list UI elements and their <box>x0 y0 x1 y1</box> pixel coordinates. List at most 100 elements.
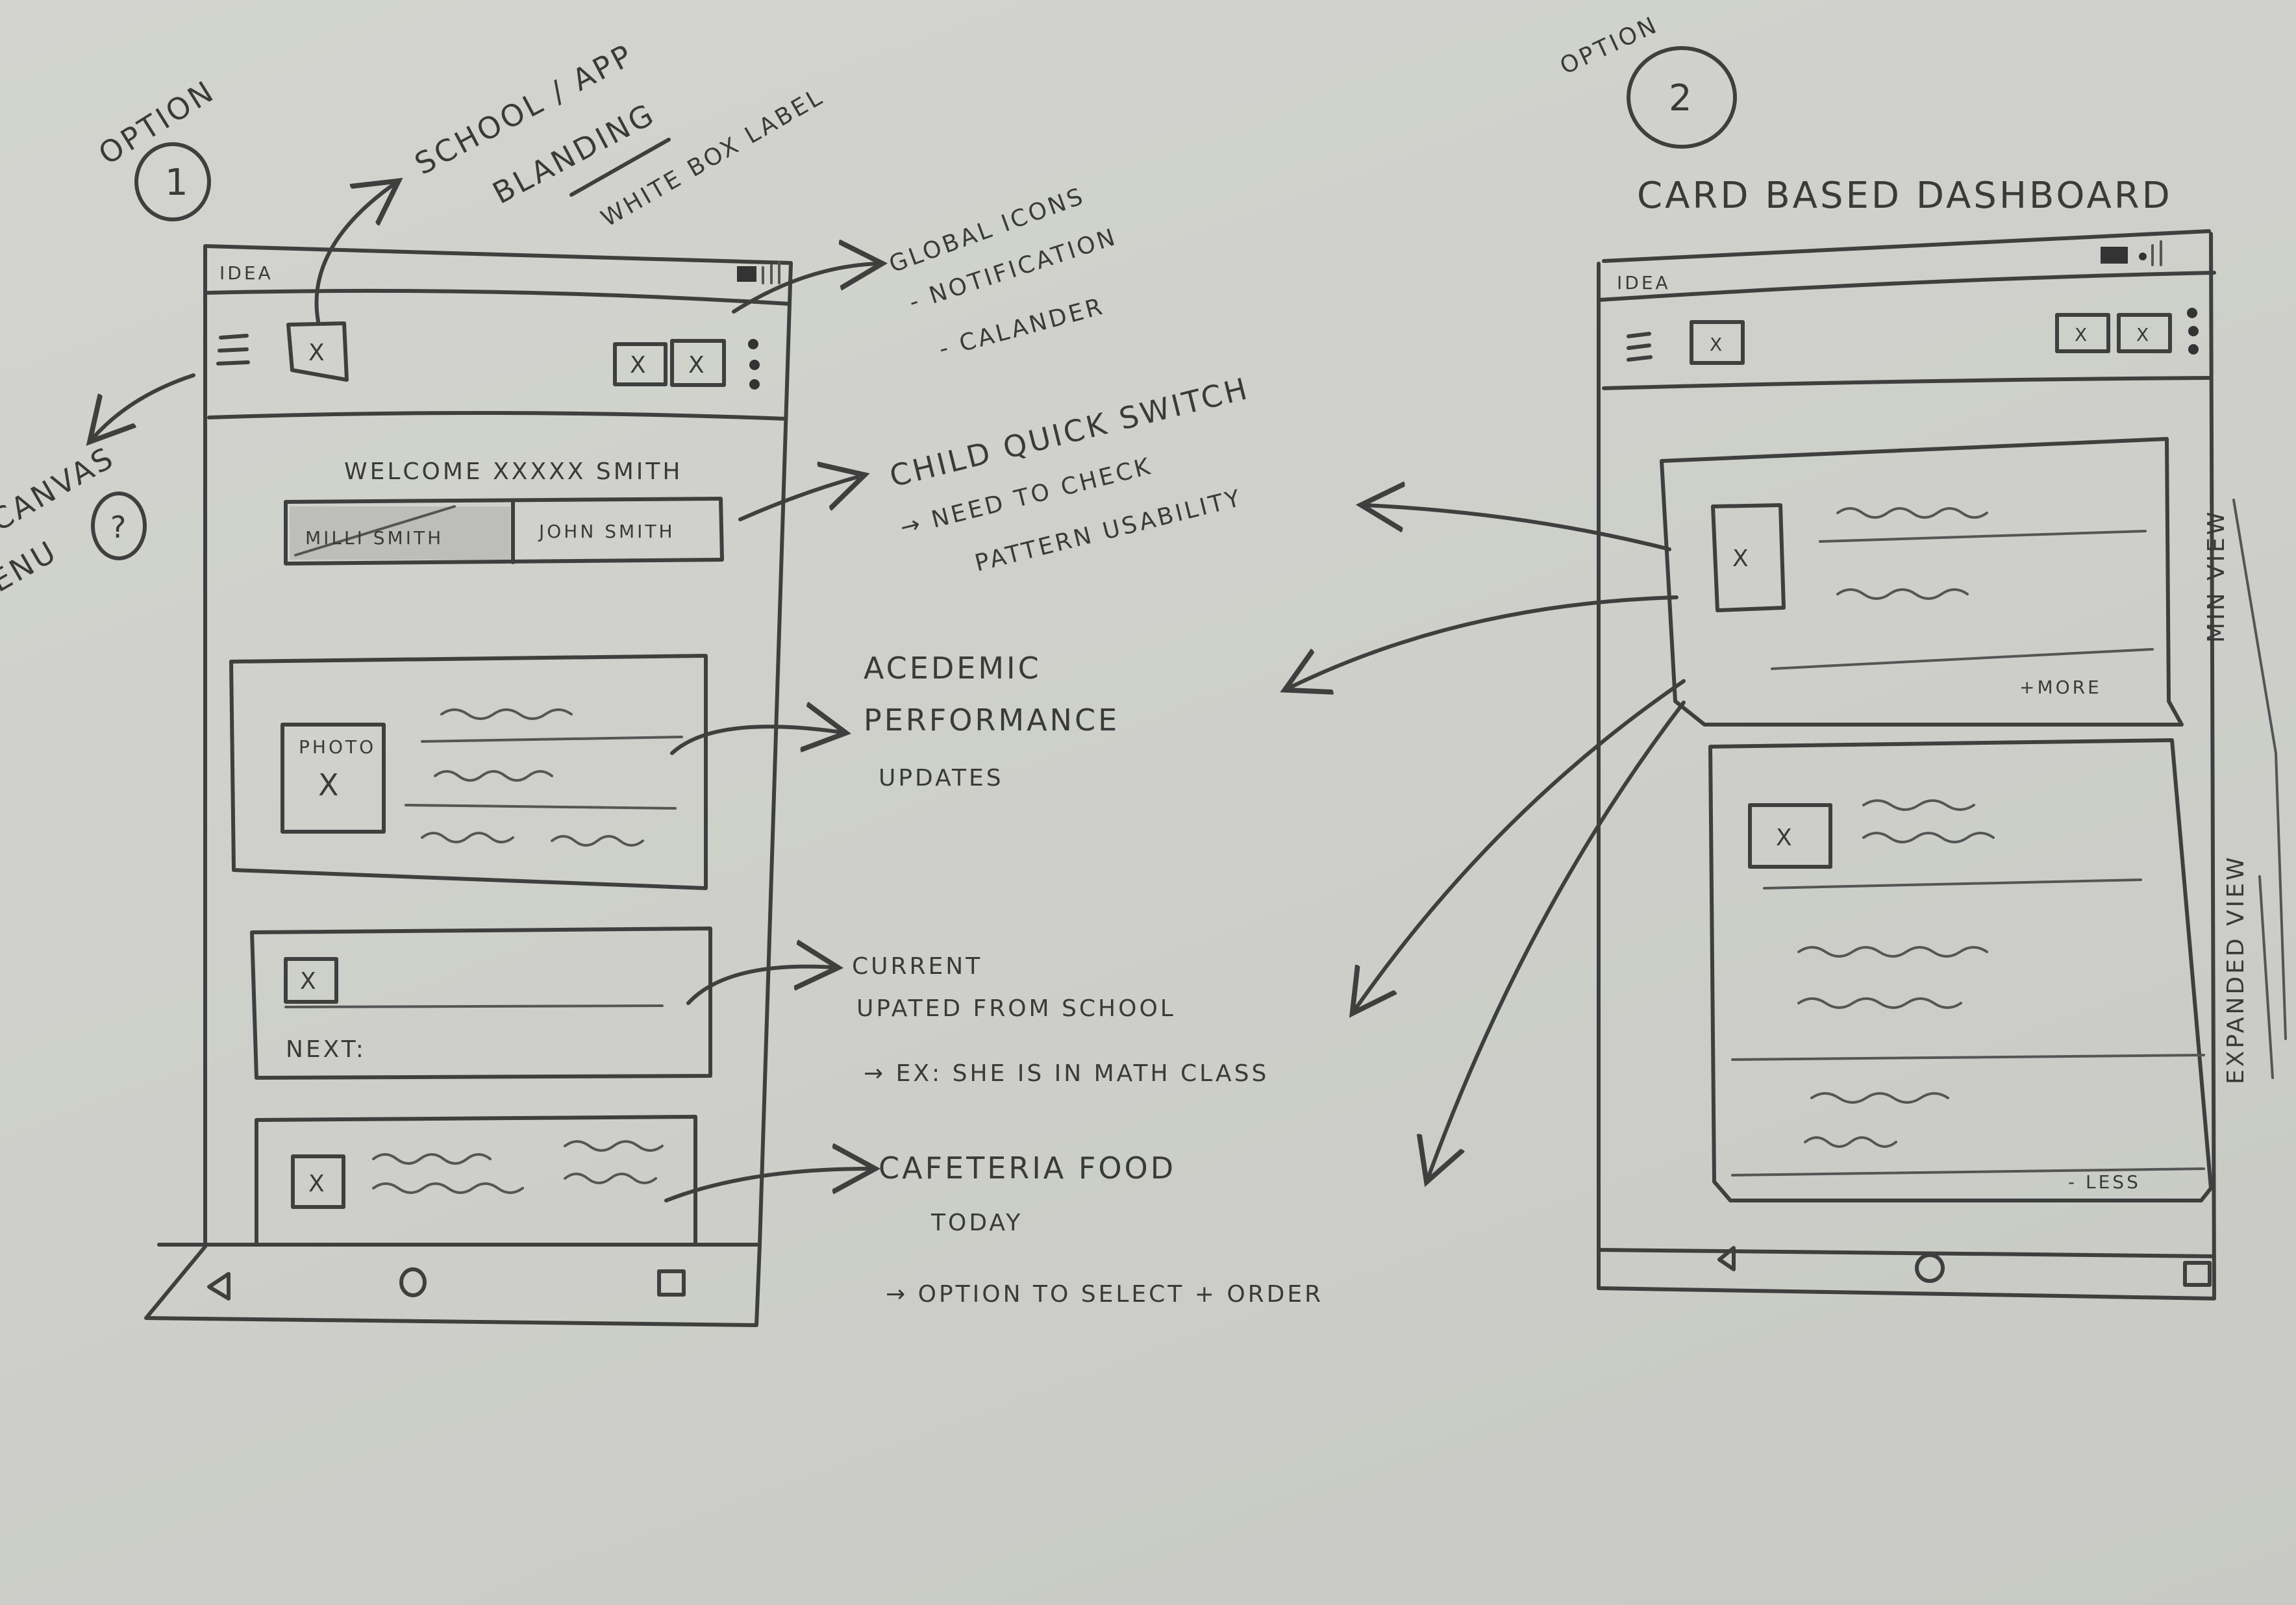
option-1-number: 1 <box>165 162 191 204</box>
current-class-card[interactable]: X NEXT: <box>250 927 712 1080</box>
academic-note: ACEDEMIC PERFORMANCE UPDATES <box>864 651 1119 791</box>
academic-card[interactable]: PHOTO X <box>229 654 708 890</box>
overflow-menu-icon[interactable] <box>2187 308 2199 355</box>
text-squiggle <box>564 1140 664 1152</box>
option-2-arrows <box>1288 505 1686 1178</box>
svg-text:→ EX: SHE IS IN MATH CLASS: → EX: SHE IS IN MATH CLASS <box>864 1060 1269 1087</box>
overflow-menu-icon[interactable] <box>748 339 760 390</box>
battery-signal-icon <box>2101 240 2162 266</box>
less-link[interactable]: - LESS <box>2068 1171 2141 1193</box>
phone-2-carrier: IDEA <box>1617 272 1671 293</box>
text-squiggle <box>421 832 514 843</box>
option-2-number: 2 <box>1669 77 1695 119</box>
photo-placeholder: PHOTO X <box>281 723 386 834</box>
text-squiggle <box>434 770 553 782</box>
food-icon-placeholder: X <box>291 1154 345 1209</box>
svg-text:UPDATES: UPDATES <box>879 765 1004 791</box>
svg-text:PHOTO: PHOTO <box>299 736 376 758</box>
text-squiggle <box>1862 799 1975 811</box>
svg-text:CAFETERIA FOOD: CAFETERIA FOOD <box>879 1151 1176 1186</box>
phone-2-toolbar-line <box>1602 376 2213 390</box>
battery-signal-icon <box>737 261 780 284</box>
svg-text:X: X <box>2136 324 2151 345</box>
text-squiggle <box>1804 1136 1897 1148</box>
back-nav-icon[interactable] <box>1717 1246 1736 1271</box>
recents-nav-icon[interactable] <box>657 1269 686 1297</box>
svg-text:→ OPTION TO SELECT + ORDER: → OPTION TO SELECT + ORDER <box>886 1281 1323 1308</box>
text-squiggle <box>1836 588 1969 600</box>
phone-option-1: IDEA X X X WELCOME XXXXX SMITH <box>144 244 793 1327</box>
svg-text:X: X <box>308 340 327 366</box>
svg-text:X: X <box>308 1171 327 1197</box>
child-switch-note: CHILD QUICK SWITCH → NEED TO CHECK PATTE… <box>886 371 1253 577</box>
calendar-icon[interactable]: X <box>2117 313 2172 353</box>
branding-underline <box>569 138 671 197</box>
option-2-circle <box>1627 46 1737 149</box>
hamburger-menu-icon[interactable] <box>1627 332 1653 362</box>
card-image-placeholder: X <box>1748 803 1832 869</box>
welcome-text: WELCOME XXXXX SMITH <box>344 458 682 485</box>
svg-text:JOHN SMITH: JOHN SMITH <box>538 521 675 542</box>
text-squiggle <box>1836 507 1988 519</box>
expanded-view-label: EXPANDED VIEW <box>2223 854 2249 1084</box>
svg-text:X: X <box>688 352 707 379</box>
text-squiggle <box>440 708 573 720</box>
back-nav-icon[interactable] <box>207 1272 231 1300</box>
recents-nav-icon[interactable] <box>2183 1261 2212 1287</box>
phone-option-2: IDEA X X X X <box>1597 229 2287 1300</box>
question-mark: ? <box>110 510 129 545</box>
option-2-title: CARD BASED DASHBOARD <box>1637 175 2173 217</box>
calendar-icon[interactable]: X <box>670 339 726 387</box>
cafeteria-card[interactable]: X <box>255 1115 697 1245</box>
next-label: NEXT: <box>286 1036 366 1063</box>
card-image-placeholder: X <box>1711 503 1786 612</box>
svg-text:UPATED FROM SCHOOL: UPATED FROM SCHOOL <box>856 995 1176 1022</box>
text-squiggle <box>372 1182 524 1194</box>
phone-1-toolbar-line <box>207 410 788 421</box>
svg-text:PERFORMANCE: PERFORMANCE <box>864 703 1119 738</box>
svg-text:X: X <box>318 767 342 802</box>
option-1-header: OPTION 1 <box>92 73 221 221</box>
notification-icon[interactable]: X <box>2055 313 2110 353</box>
global-icons-item-calendar: - CALANDER <box>936 293 1108 362</box>
text-squiggle <box>1797 997 1962 1009</box>
class-icon-placeholder: X <box>284 957 338 1004</box>
child-switch-tabs: MILLI SMITH JOHN SMITH <box>284 497 724 566</box>
phone-2-frame <box>1597 229 2216 1300</box>
text-squiggle <box>564 1173 657 1184</box>
phone-2-navbar-line <box>1597 1248 2216 1258</box>
svg-text:X: X <box>630 352 649 379</box>
text-squiggle <box>1810 1092 1949 1104</box>
more-link[interactable]: +MORE <box>2019 677 2102 698</box>
notification-icon[interactable]: X <box>613 342 668 386</box>
svg-text:X: X <box>1776 825 1795 851</box>
hamburger-menu-icon[interactable] <box>216 334 250 366</box>
min-view-card[interactable]: X +MORE <box>1660 437 2184 727</box>
svg-text:TODAY: TODAY <box>930 1210 1023 1236</box>
offcanvas-note: OFFCANVAS MENU ? <box>0 440 147 614</box>
svg-text:X: X <box>300 968 319 995</box>
question-circle <box>91 491 147 560</box>
home-nav-icon[interactable] <box>399 1267 427 1297</box>
option-2-label: OPTION <box>1556 12 1662 81</box>
text-squiggle <box>551 835 644 847</box>
text-squiggle <box>1862 832 1995 843</box>
svg-text:CURRENT: CURRENT <box>852 953 982 980</box>
branding-note: SCHOOL / APP BLANDING WHITE BOX LABEL <box>409 37 829 232</box>
option-1-arrows <box>92 183 879 1202</box>
home-nav-icon[interactable] <box>1915 1253 1945 1283</box>
text-squiggle <box>1797 946 1988 958</box>
tab-john-smith[interactable]: JOHN SMITH <box>538 521 675 542</box>
phone-1-frame <box>144 244 793 1327</box>
global-icons-note: GLOBAL ICONS - NOTIFICATION - CALANDER <box>886 182 1121 362</box>
expanded-view-card[interactable]: X - LESS <box>1708 738 2213 1202</box>
phone-1-statusbar-line <box>205 288 792 306</box>
scroll-edge-line <box>2232 499 2287 1079</box>
text-squiggle <box>372 1153 492 1165</box>
cafeteria-note: CAFETERIA FOOD TODAY → OPTION TO SELECT … <box>879 1151 1323 1308</box>
min-view-label: MIN VIEW <box>2203 509 2230 643</box>
offcanvas-note-line2: MENU <box>0 533 64 613</box>
tab-milli-smith[interactable]: MILLI SMITH <box>290 505 510 560</box>
